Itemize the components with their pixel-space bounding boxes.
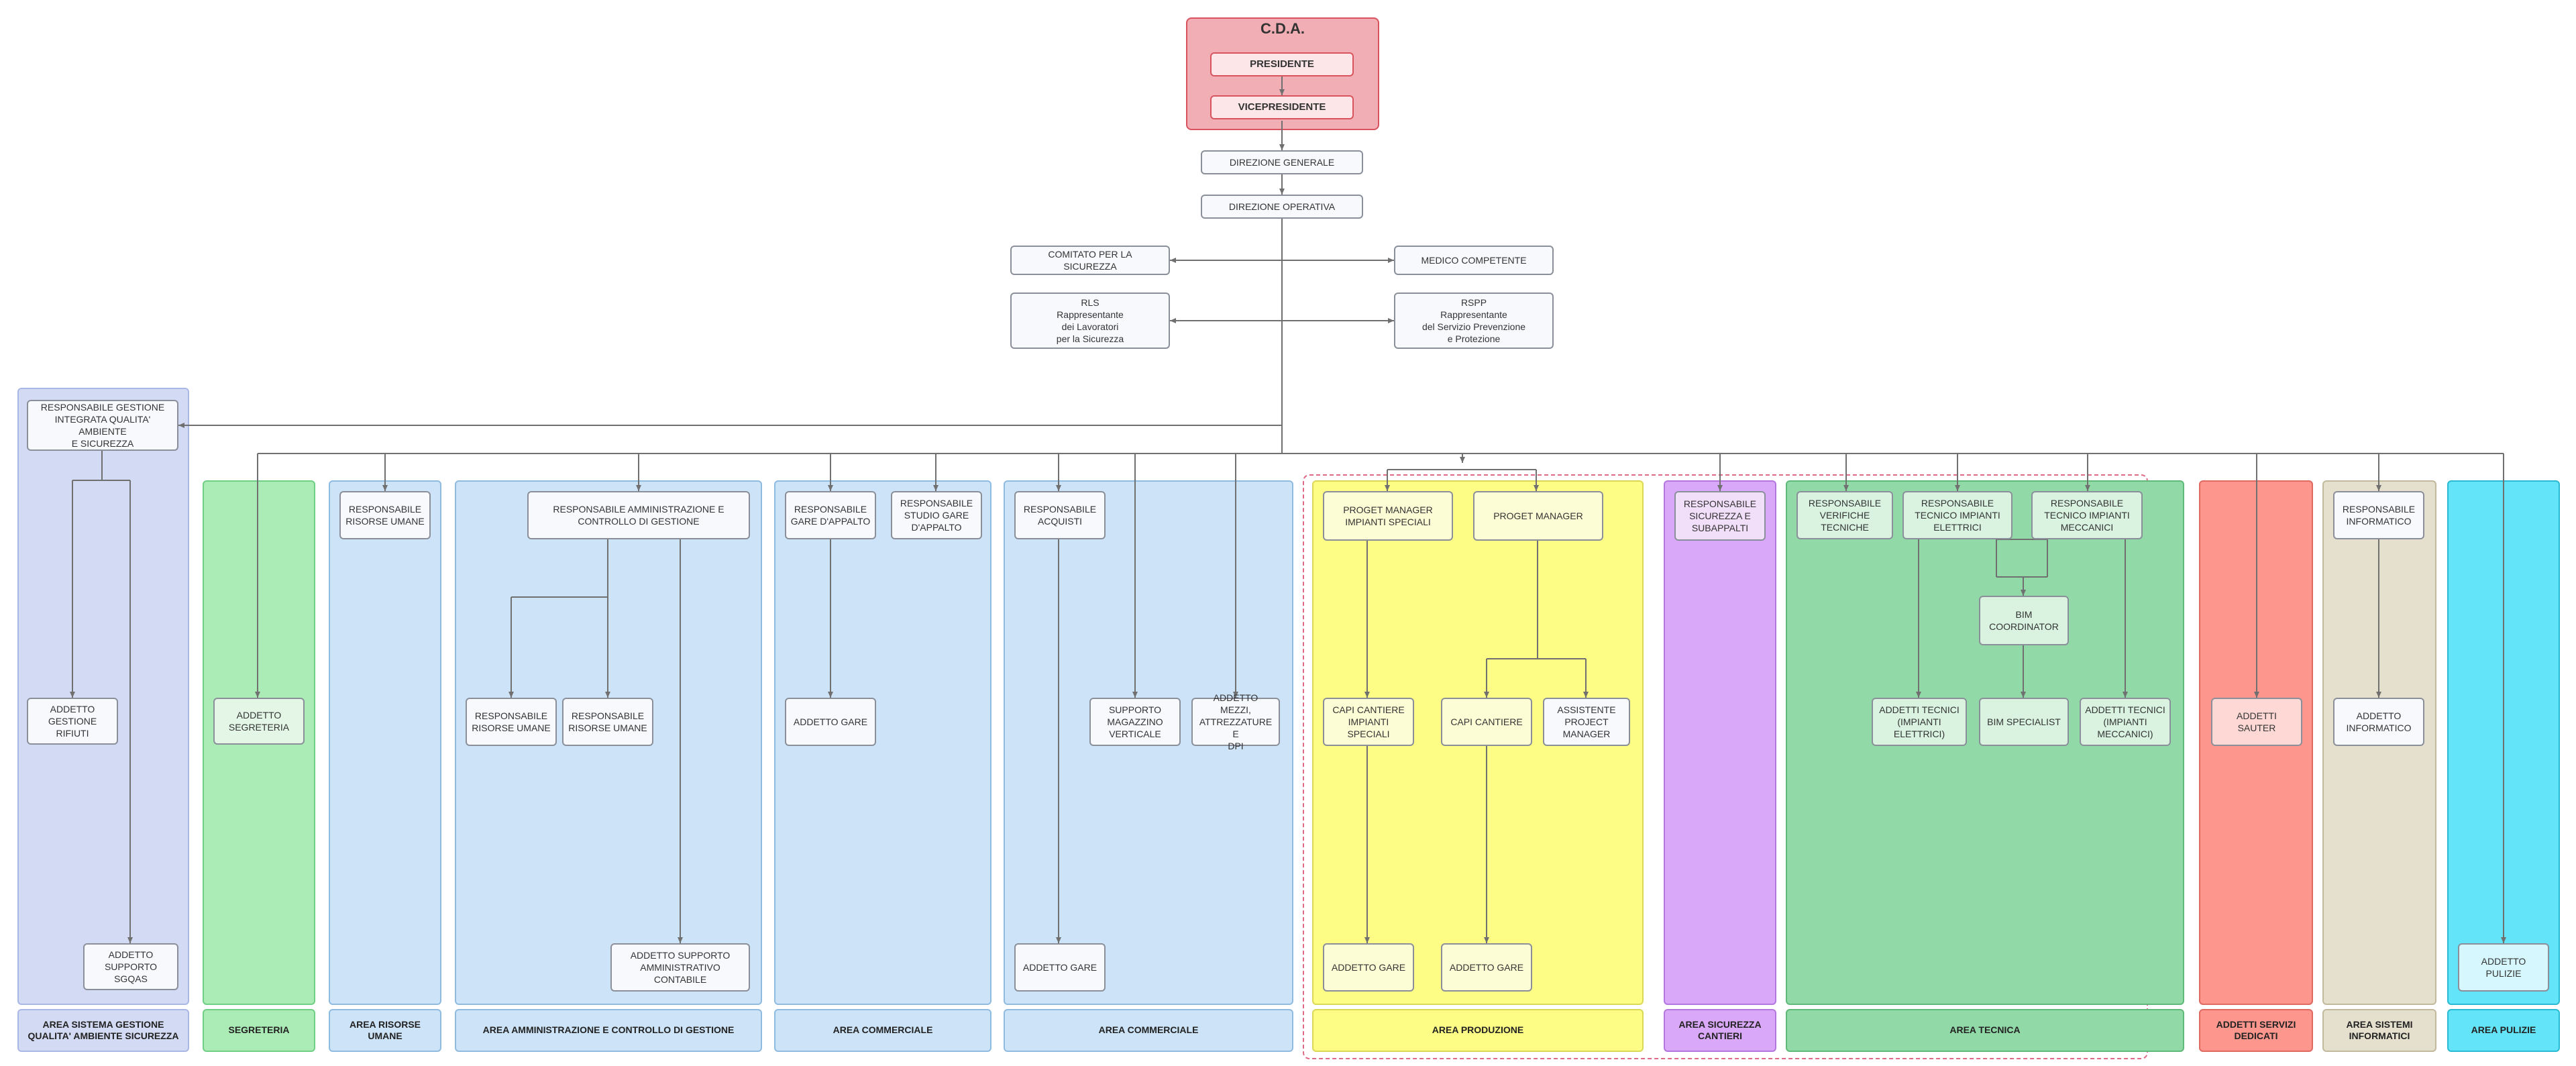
addetto-informatico-box[interactable]: ADDETTO INFORMATICO: [2333, 698, 2424, 746]
addetto-mezzi-box[interactable]: ADDETTO MEZZI, ATTREZZATURE E DPI: [1191, 692, 1280, 751]
label-tecnica: AREA TECNICA: [1786, 1009, 2184, 1052]
label-commerciale-2: AREA COMMERCIALE: [1004, 1009, 1293, 1052]
addetto-supporto-amministrativo-box[interactable]: ADDETTO SUPPORTO AMMINISTRATIVO CONTABIL…: [610, 943, 750, 992]
addetti-elettrici-box[interactable]: ADDETTI TECNICI (IMPIANTI ELETTRICI): [1872, 698, 1967, 746]
responsabile-sgq-box[interactable]: RESPONSABILE GESTIONE INTEGRATA QUALITA'…: [27, 400, 178, 451]
direzione-operativa-box[interactable]: DIREZIONE OPERATIVA: [1201, 195, 1363, 219]
addetto-gare-produzione-2-box[interactable]: ADDETTO GARE: [1441, 943, 1532, 992]
label-informatici: AREA SISTEMI INFORMATICI: [2322, 1009, 2436, 1052]
panel-sicurezza: [1664, 480, 1776, 1005]
addetto-segreteria-box[interactable]: ADDETTO SEGRETERIA: [213, 698, 305, 745]
label-amministrazione: AREA AMMINISTRAZIONE E CONTROLLO DI GEST…: [455, 1009, 762, 1052]
responsabile-acquisti-box[interactable]: RESPONSABILE ACQUISTI: [1014, 491, 1106, 539]
rspp-box[interactable]: RSPP Rappresentante del Servizio Prevenz…: [1394, 292, 1554, 349]
label-commerciale-1: AREA COMMERCIALE: [774, 1009, 991, 1052]
responsabile-studio-gare-box[interactable]: RESPONSABILE STUDIO GARE D'APPALTO: [891, 491, 982, 539]
bim-coordinator-box[interactable]: BIM COORDINATOR: [1979, 596, 2069, 645]
addetto-gare-commerciale-1-box[interactable]: ADDETTO GARE: [785, 698, 876, 746]
addetto-rifiuti-box[interactable]: ADDETTO GESTIONE RIFIUTI: [27, 698, 118, 745]
medico-competente-box[interactable]: MEDICO COMPETENTE: [1394, 246, 1554, 275]
capi-cantiere-speciali-box[interactable]: CAPI CANTIERE IMPIANTI SPECIALI: [1323, 698, 1414, 746]
responsabile-amministrazione-box[interactable]: RESPONSABILE AMMINISTRAZIONE E CONTROLLO…: [527, 491, 750, 539]
presidente-box[interactable]: PRESIDENTE: [1210, 52, 1354, 76]
pm-impianti-speciali-box[interactable]: PROGET MANAGER IMPIANTI SPECIALI: [1323, 491, 1453, 541]
direzione-generale-box[interactable]: DIREZIONE GENERALE: [1201, 150, 1363, 174]
label-risorse-umane: AREA RISORSE UMANE: [329, 1009, 441, 1052]
addetto-gare-produzione-1-box[interactable]: ADDETTO GARE: [1323, 943, 1414, 992]
addetti-sauter-box[interactable]: ADDETTI SAUTER: [2211, 698, 2302, 746]
supporto-magazzino-box[interactable]: SUPPORTO MAGAZZINO VERTICALE: [1089, 698, 1181, 746]
addetto-gare-commerciale-2-box[interactable]: ADDETTO GARE: [1014, 943, 1106, 992]
assistente-pm-box[interactable]: ASSISTENTE PROJECT MANAGER: [1543, 698, 1630, 746]
label-pulizie: AREA PULIZIE: [2447, 1009, 2560, 1052]
addetti-meccanici-box[interactable]: ADDETTI TECNICI (IMPIANTI MECCANICI): [2080, 698, 2171, 746]
panel-sgq: [17, 388, 189, 1005]
responsabile-sicurezza-box[interactable]: RESPONSABILE SICUREZZA E SUBAPPALTI: [1674, 491, 1766, 541]
responsabile-gare-appalto-box[interactable]: RESPONSABILE GARE D'APPALTO: [785, 491, 876, 539]
responsabile-meccanici-box[interactable]: RESPONSABILE TECNICO IMPIANTI MECCANICI: [2031, 491, 2143, 539]
responsabile-elettrici-box[interactable]: RESPONSABILE TECNICO IMPIANTI ELETTRICI: [1902, 491, 2012, 539]
capi-cantiere-box[interactable]: CAPI CANTIERE: [1441, 698, 1532, 746]
panel-risorse-umane: [329, 480, 441, 1005]
responsabile-risorse-umane-1-box[interactable]: RESPONSABILE RISORSE UMANE: [466, 698, 557, 746]
responsabile-verifiche-box[interactable]: RESPONSABILE VERIFICHE TECNICHE: [1796, 491, 1893, 539]
panel-pulizie: [2447, 480, 2560, 1005]
label-sgq: AREA SISTEMA GESTIONE QUALITA' AMBIENTE …: [17, 1009, 189, 1052]
rls-box[interactable]: RLS Rappresentante dei Lavoratori per la…: [1010, 292, 1170, 349]
responsabile-informatico-box[interactable]: RESPONSABILE INFORMATICO: [2333, 491, 2424, 539]
comitato-sicurezza-box[interactable]: COMITATO PER LA SICUREZZA: [1010, 246, 1170, 275]
responsabile-risorse-umane-2-box[interactable]: RESPONSABILE RISORSE UMANE: [562, 698, 653, 746]
label-produzione: AREA PRODUZIONE: [1312, 1009, 1644, 1052]
bim-specialist-box[interactable]: BIM SPECIALIST: [1979, 698, 2069, 746]
label-servizi: ADDETTI SERVIZI DEDICATI: [2199, 1009, 2313, 1052]
addetto-sgqas-box[interactable]: ADDETTO SUPPORTO SGQAS: [83, 943, 178, 990]
label-segreteria: SEGRETERIA: [203, 1009, 315, 1052]
proget-manager-box[interactable]: PROGET MANAGER: [1473, 491, 1603, 541]
label-sicurezza: AREA SICUREZZA CANTIERI: [1664, 1009, 1776, 1052]
addetto-pulizie-box[interactable]: ADDETTO PULIZIE: [2458, 943, 2549, 992]
responsabile-risorse-umane-box[interactable]: RESPONSABILE RISORSE UMANE: [339, 491, 431, 539]
vicepresidente-box[interactable]: VICEPRESIDENTE: [1210, 95, 1354, 119]
cda-title: C.D.A.: [1260, 20, 1305, 37]
